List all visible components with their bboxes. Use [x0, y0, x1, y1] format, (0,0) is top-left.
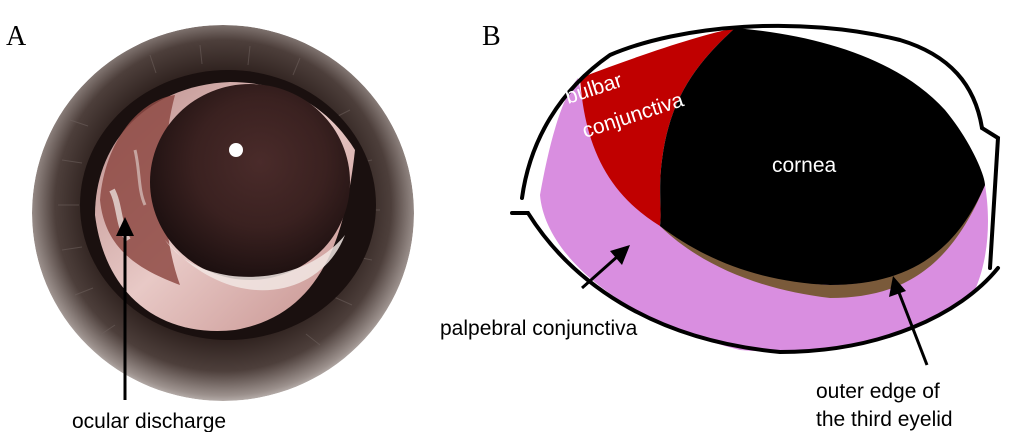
panel-a: A — [6, 21, 414, 432]
eye-photograph — [32, 25, 414, 401]
panel-b: B bulbar conjunctiva cornea palpebral co… — [440, 21, 998, 431]
ocular-discharge-label: ocular discharge — [72, 410, 226, 432]
third-eyelid-label-line-1: outer edge of — [816, 380, 940, 403]
palpebral-conjunctiva-label: palpebral conjunctiva — [440, 317, 638, 340]
third-eyelid-label-line-2: the third eyelid — [816, 408, 953, 431]
cornea-label: cornea — [772, 154, 837, 177]
panel-b-letter: B — [482, 21, 501, 52]
panel-a-letter: A — [6, 21, 27, 52]
